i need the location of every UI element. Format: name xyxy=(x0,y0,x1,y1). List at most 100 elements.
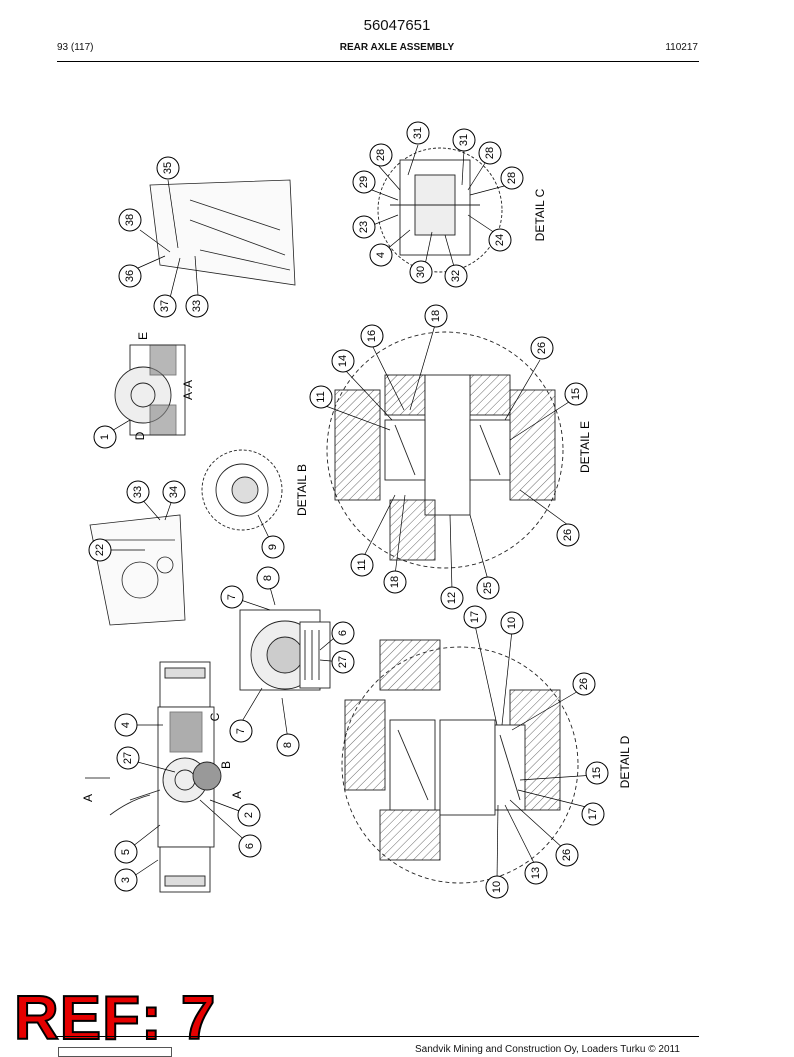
svg-text:33: 33 xyxy=(191,300,203,312)
callout-22: 22 xyxy=(88,538,112,562)
svg-text:10: 10 xyxy=(491,881,503,893)
detail-e-view xyxy=(326,331,564,569)
svg-text:23: 23 xyxy=(358,221,370,233)
callout-38: 38 xyxy=(118,208,142,232)
company-logo xyxy=(58,1047,172,1057)
callout-33b: 33 xyxy=(126,480,150,504)
label-a-right: A xyxy=(230,791,244,799)
svg-text:28: 28 xyxy=(375,149,387,161)
svg-text:17: 17 xyxy=(469,611,481,623)
frame-view xyxy=(149,179,296,286)
svg-text:1: 1 xyxy=(99,434,111,440)
svg-text:22: 22 xyxy=(94,544,106,556)
callout-8b: 8 xyxy=(276,733,300,757)
svg-text:28: 28 xyxy=(484,147,496,159)
svg-text:31: 31 xyxy=(458,134,470,146)
section-aa-view xyxy=(114,344,186,436)
svg-text:30: 30 xyxy=(415,266,427,278)
callout-12: 12 xyxy=(440,586,464,610)
svg-text:33: 33 xyxy=(132,486,144,498)
callout-2: 2 xyxy=(237,803,261,827)
callout-1: 1 xyxy=(93,425,117,449)
callout-26b: 26 xyxy=(556,523,580,547)
callout-29: 29 xyxy=(352,170,376,194)
callout-13: 13 xyxy=(524,861,548,885)
svg-text:26: 26 xyxy=(562,529,574,541)
detail-b-view xyxy=(201,449,283,531)
header-rule xyxy=(57,61,699,62)
callout-27b: 27 xyxy=(116,746,140,770)
svg-text:14: 14 xyxy=(337,355,349,367)
callout-10: 10 xyxy=(500,611,524,635)
callout-28b: 28 xyxy=(478,141,502,165)
svg-text:26: 26 xyxy=(536,342,548,354)
svg-text:6: 6 xyxy=(337,630,349,636)
label-a-left: A xyxy=(81,794,95,802)
view-labels: DETAIL C DETAIL E DETAIL B DETAIL D A-A … xyxy=(81,188,632,802)
svg-text:18: 18 xyxy=(430,310,442,322)
svg-text:3: 3 xyxy=(120,877,132,883)
callout-18b: 18 xyxy=(383,570,407,594)
callout-27: 27 xyxy=(331,650,355,674)
svg-text:7: 7 xyxy=(226,594,238,600)
callout-24: 24 xyxy=(488,228,512,252)
svg-text:7: 7 xyxy=(235,728,247,734)
svg-text:26: 26 xyxy=(561,849,573,861)
callout-26c: 26 xyxy=(572,672,596,696)
callout-6: 6 xyxy=(331,621,355,645)
svg-text:37: 37 xyxy=(159,300,171,312)
callout-23: 23 xyxy=(352,215,376,239)
svg-text:9: 9 xyxy=(267,544,279,550)
callout-15b: 15 xyxy=(585,761,609,785)
svg-text:11: 11 xyxy=(356,559,368,570)
svg-text:38: 38 xyxy=(124,214,136,226)
footer-copyright: Sandvik Mining and Construction Oy, Load… xyxy=(415,1044,680,1055)
callout-30: 30 xyxy=(409,260,433,284)
document-number: 56047651 xyxy=(363,17,431,34)
label-e: E xyxy=(136,332,150,340)
label-detail-c: DETAIL C xyxy=(533,188,547,241)
callout-7: 7 xyxy=(220,585,244,609)
callout-32: 32 xyxy=(444,264,468,288)
svg-text:29: 29 xyxy=(358,176,370,188)
label-d: D xyxy=(133,431,147,440)
svg-text:8: 8 xyxy=(262,575,274,581)
svg-text:10: 10 xyxy=(506,617,518,629)
svg-text:17: 17 xyxy=(587,808,599,820)
ref-stamp: REF: 7 xyxy=(13,984,217,1053)
detail-c-view xyxy=(377,147,503,273)
svg-text:2: 2 xyxy=(243,812,255,818)
svg-text:24: 24 xyxy=(494,234,506,246)
callout-26: 26 xyxy=(530,336,554,360)
svg-text:25: 25 xyxy=(482,582,494,594)
label-section-aa: A-A xyxy=(181,380,195,400)
callout-25: 25 xyxy=(476,576,500,600)
svg-text:36: 36 xyxy=(124,270,136,282)
callout-36: 36 xyxy=(118,264,142,288)
svg-text:27: 27 xyxy=(337,656,349,668)
label-detail-d: DETAIL D xyxy=(618,735,632,788)
svg-text:35: 35 xyxy=(162,162,174,174)
callout-34: 34 xyxy=(162,480,186,504)
svg-text:32: 32 xyxy=(450,270,462,282)
label-detail-e: DETAIL E xyxy=(578,421,592,473)
footer-rule xyxy=(57,1036,699,1037)
callout-15: 15 xyxy=(564,382,588,406)
svg-text:34: 34 xyxy=(168,486,180,498)
revision-code: 110217 xyxy=(665,42,698,53)
svg-text:12: 12 xyxy=(446,592,458,604)
svg-text:13: 13 xyxy=(530,867,542,879)
callout-26d: 26 xyxy=(555,843,579,867)
page-number: 93 (117) xyxy=(57,42,94,53)
callout-28c: 28 xyxy=(500,166,524,190)
callout-17b: 17 xyxy=(581,802,605,826)
callout-5: 5 xyxy=(114,840,138,864)
bracket-view xyxy=(89,514,186,626)
callout-4: 4 xyxy=(114,713,138,737)
callout-28: 28 xyxy=(369,143,393,167)
callout-6b: 6 xyxy=(238,834,262,858)
callout-17: 17 xyxy=(463,605,487,629)
callout-14: 14 xyxy=(331,349,355,373)
callout-11b: 11 xyxy=(350,553,374,577)
svg-text:4: 4 xyxy=(375,252,387,258)
